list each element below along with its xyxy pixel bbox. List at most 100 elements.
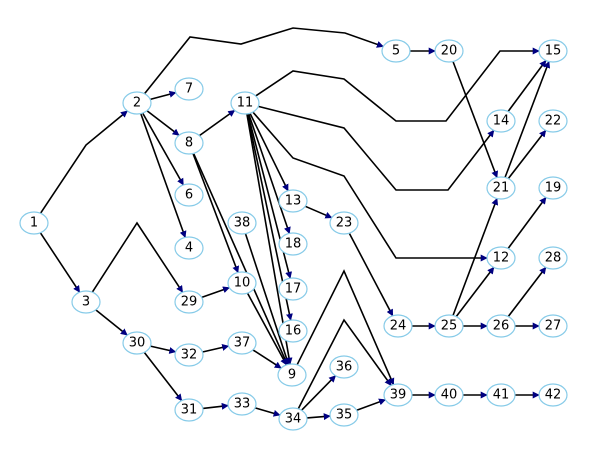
- node-5[interactable]: 5: [381, 39, 411, 63]
- node-label: 32: [181, 348, 198, 363]
- node-label: 1: [30, 216, 38, 231]
- edge-30-to-31: [143, 351, 183, 402]
- edge-25-to-21: [452, 197, 499, 316]
- node-label: 30: [129, 336, 146, 351]
- edge-layer: [39, 27, 551, 421]
- node-17[interactable]: 17: [278, 277, 308, 301]
- edge-33-to-34: [254, 407, 281, 417]
- node-ellipse: [329, 355, 359, 379]
- edge-2-to-6: [142, 112, 184, 186]
- node-ellipse: [122, 91, 152, 115]
- node-18[interactable]: 18: [278, 232, 308, 256]
- edge-2-to-4: [140, 113, 187, 239]
- node-15[interactable]: 15: [538, 39, 568, 63]
- node-41[interactable]: 41: [486, 383, 516, 407]
- node-22[interactable]: 22: [538, 109, 568, 133]
- node-8[interactable]: 8: [174, 131, 204, 155]
- node-label: 13: [285, 194, 302, 209]
- node-16[interactable]: 16: [278, 319, 308, 343]
- node-label: 35: [336, 408, 353, 423]
- node-label: 34: [285, 412, 302, 427]
- node-34[interactable]: 34: [278, 407, 308, 431]
- node-label: 8: [185, 136, 193, 151]
- node-ellipse: [538, 314, 568, 338]
- node-14[interactable]: 14: [486, 109, 516, 133]
- edge-2-to-8: [146, 110, 180, 136]
- edge-12-to-19: [507, 196, 547, 249]
- node-ellipse: [486, 314, 516, 338]
- node-label: 39: [390, 388, 407, 403]
- node-label: 16: [285, 324, 302, 339]
- node-9[interactable]: 9: [277, 363, 307, 387]
- edge-11-to-9: [246, 113, 293, 365]
- node-40[interactable]: 40: [434, 383, 464, 407]
- node-label: 36: [336, 360, 353, 375]
- node-4[interactable]: 4: [174, 236, 204, 260]
- edge-2-to-5: [143, 27, 384, 95]
- node-ellipse: [278, 407, 308, 431]
- node-ellipse: [383, 314, 413, 338]
- edge-23-to-24: [348, 232, 394, 317]
- node-ellipse: [538, 109, 568, 133]
- node-39[interactable]: 39: [383, 383, 413, 407]
- node-23[interactable]: 23: [329, 211, 359, 235]
- node-ellipse: [174, 398, 204, 422]
- node-label: 6: [185, 188, 193, 203]
- node-13[interactable]: 13: [278, 189, 308, 213]
- node-1[interactable]: 1: [19, 211, 49, 235]
- edge-21-to-22: [507, 129, 547, 180]
- node-6[interactable]: 6: [174, 183, 204, 207]
- node-25[interactable]: 25: [434, 314, 464, 338]
- node-20[interactable]: 20: [434, 39, 464, 63]
- node-ellipse: [538, 176, 568, 200]
- node-24[interactable]: 24: [383, 314, 413, 338]
- node-ellipse: [174, 290, 204, 314]
- node-ellipse: [174, 183, 204, 207]
- node-ellipse: [329, 211, 359, 235]
- node-12[interactable]: 12: [486, 246, 516, 270]
- node-ellipse: [277, 363, 307, 387]
- node-label: 7: [185, 82, 193, 97]
- node-label: 29: [181, 295, 198, 310]
- node-ellipse: [227, 392, 257, 416]
- node-ellipse: [329, 403, 359, 427]
- node-30[interactable]: 30: [122, 331, 152, 355]
- node-ellipse: [486, 246, 516, 270]
- edge-8-to-10: [192, 153, 240, 274]
- edge-11-to-15: [255, 47, 540, 122]
- node-label: 33: [234, 397, 251, 412]
- node-10[interactable]: 10: [227, 271, 257, 295]
- node-33[interactable]: 33: [227, 392, 257, 416]
- edge-9-to-39: [296, 269, 395, 386]
- node-19[interactable]: 19: [538, 176, 568, 200]
- node-35[interactable]: 35: [329, 403, 359, 427]
- edge-34-to-35: [306, 413, 331, 421]
- node-label: 24: [390, 319, 407, 334]
- node-42[interactable]: 42: [538, 383, 568, 407]
- node-ellipse: [278, 319, 308, 343]
- node-26[interactable]: 26: [486, 314, 516, 338]
- node-ellipse: [227, 271, 257, 295]
- node-ellipse: [278, 189, 308, 213]
- node-label: 14: [493, 114, 510, 129]
- node-38[interactable]: 38: [227, 211, 257, 235]
- edge-21-to-15: [504, 60, 551, 178]
- node-11[interactable]: 11: [230, 91, 260, 115]
- node-3[interactable]: 3: [71, 290, 101, 314]
- node-label: 22: [545, 114, 562, 129]
- edge-30-to-32: [150, 345, 177, 354]
- node-ellipse: [434, 383, 464, 407]
- edge-10-to-9: [246, 292, 288, 366]
- node-29[interactable]: 29: [174, 290, 204, 314]
- node-27[interactable]: 27: [538, 314, 568, 338]
- node-label: 27: [545, 319, 562, 334]
- node-ellipse: [122, 331, 152, 355]
- node-32[interactable]: 32: [174, 343, 204, 367]
- node-28[interactable]: 28: [538, 246, 568, 270]
- node-21[interactable]: 21: [486, 176, 516, 200]
- node-31[interactable]: 31: [174, 398, 204, 422]
- node-2[interactable]: 2: [122, 91, 152, 115]
- node-7[interactable]: 7: [174, 77, 204, 101]
- node-37[interactable]: 37: [227, 331, 257, 355]
- node-36[interactable]: 36: [329, 355, 359, 379]
